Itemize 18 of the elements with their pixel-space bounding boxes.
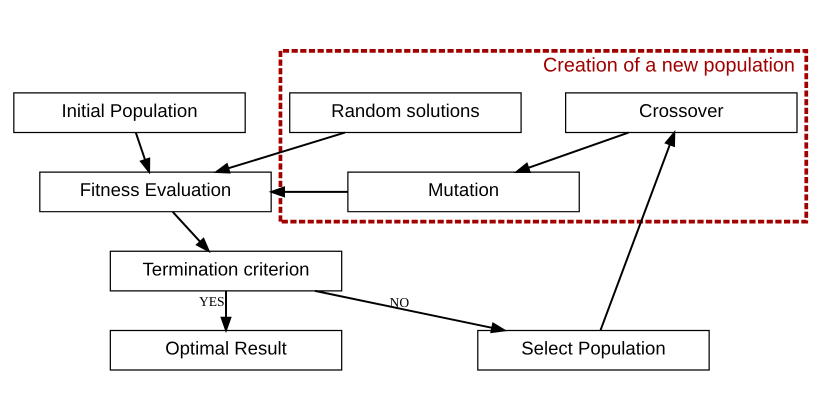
edge-label: NO [390, 294, 410, 310]
arrow [213, 131, 346, 174]
node-box: Random solutions [289, 92, 522, 133]
node-box: Crossover [565, 92, 798, 133]
node-box: Select Population [477, 329, 710, 370]
arrow [134, 132, 150, 174]
node-box: Termination criterion [110, 250, 342, 291]
node-box: Mutation [347, 170, 580, 212]
arrow [314, 289, 508, 333]
edge-label: YES [198, 294, 225, 309]
arrow [172, 210, 211, 253]
arrow [220, 290, 232, 333]
arrow [600, 129, 676, 330]
arrow [268, 186, 348, 198]
arrow [514, 131, 629, 172]
node-box: Optimal Result [110, 329, 342, 370]
node-box: Fitness Evaluation [39, 170, 272, 212]
node-box: Initial Population [13, 92, 246, 133]
